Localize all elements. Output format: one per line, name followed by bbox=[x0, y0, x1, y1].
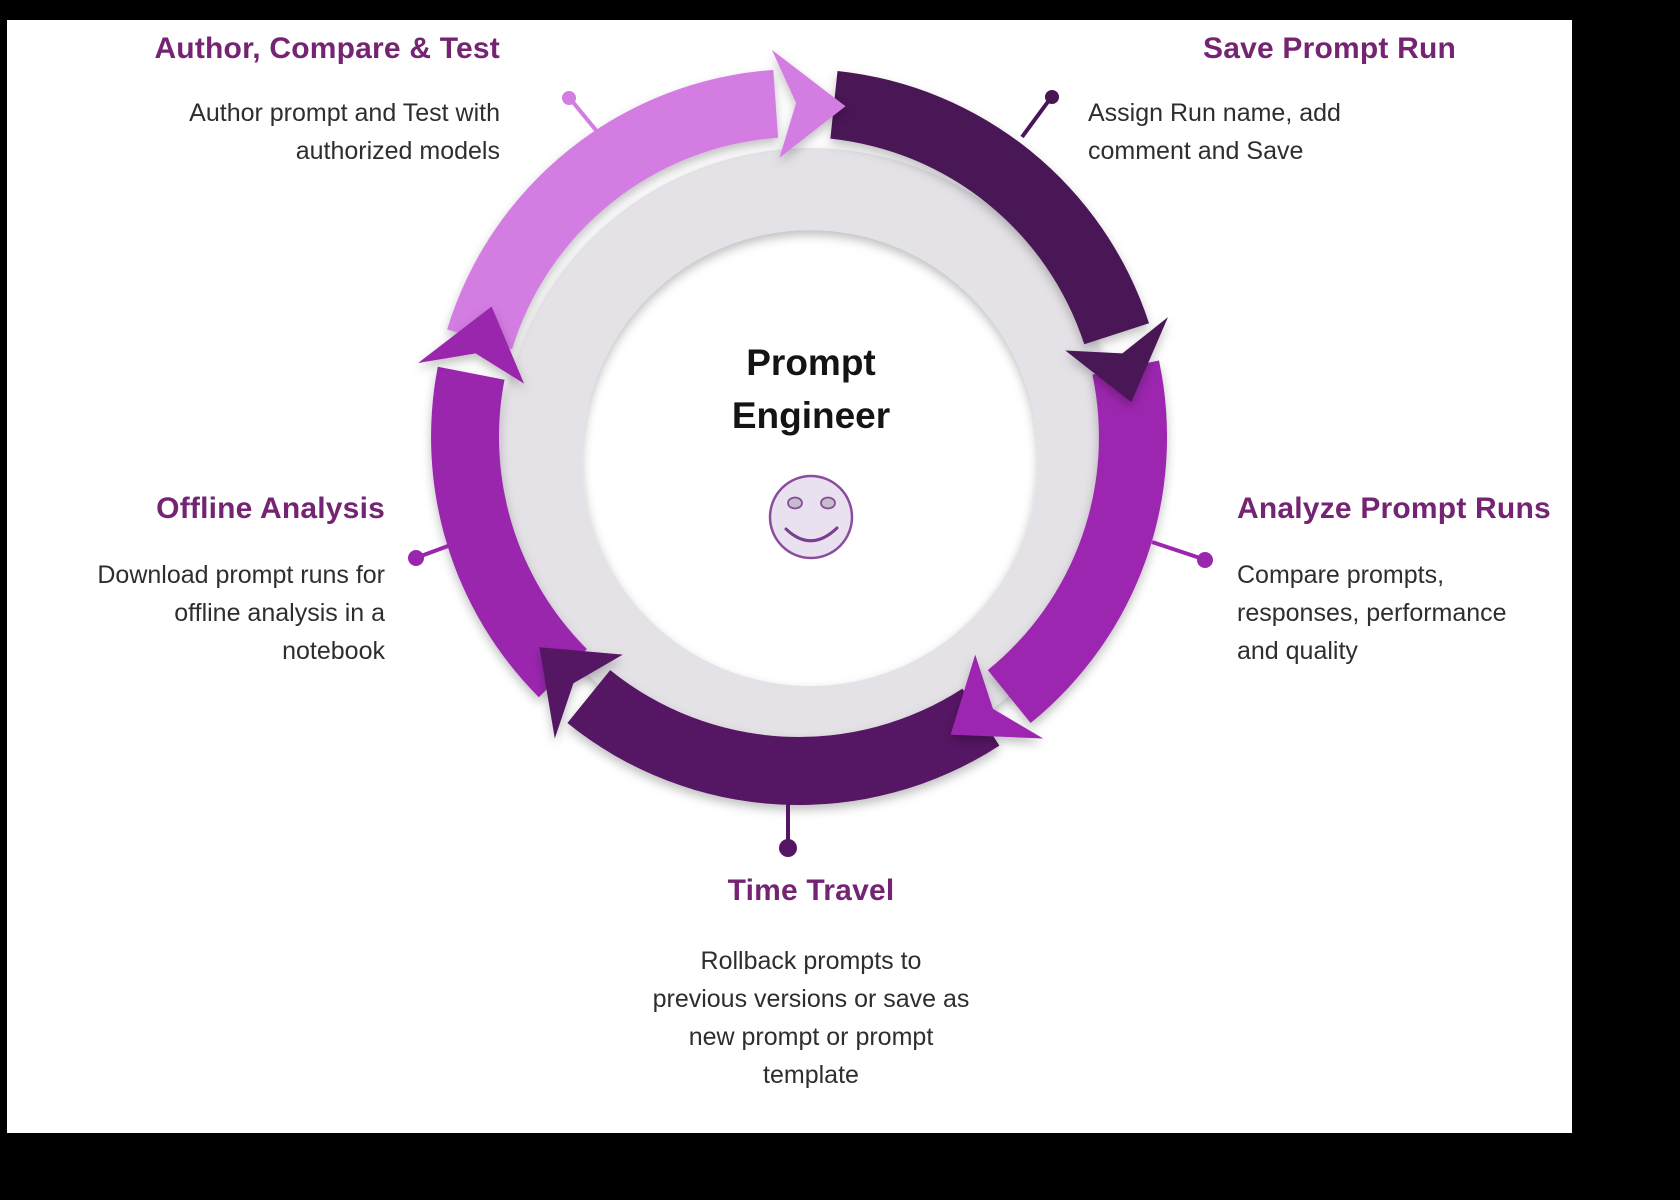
description-line: previous versions or save as bbox=[652, 985, 970, 1013]
stage-heading-timetravel: Time Travel bbox=[727, 874, 895, 907]
center-title: Prompt Engineer bbox=[611, 336, 1011, 442]
stage-heading-analyze: Analyze Prompt Runs bbox=[1237, 492, 1551, 525]
stage-heading-author: Author, Compare & Test bbox=[154, 32, 500, 65]
stage-description-offline: Download prompt runs for offline analysis… bbox=[25, 556, 385, 670]
stage-heading-offline: Offline Analysis bbox=[156, 492, 385, 525]
description-line: comment and Save bbox=[1088, 137, 1304, 165]
center-title-line1: Prompt bbox=[746, 342, 876, 383]
stage-description-author: Author prompt and Test with authorized mo… bbox=[0, 94, 500, 170]
description-line: responses, performance bbox=[1237, 599, 1507, 627]
description-line: notebook bbox=[282, 637, 385, 665]
stage-description-timetravel: Rollback prompts to previous versions or … bbox=[561, 942, 1061, 1094]
description-line: new prompt or prompt bbox=[688, 1023, 934, 1051]
description-line: Rollback prompts to bbox=[700, 947, 922, 975]
description-line: and quality bbox=[1237, 637, 1358, 665]
description-line: authorized models bbox=[295, 137, 500, 165]
description-line: template bbox=[763, 1061, 859, 1089]
description-line: Download prompt runs for bbox=[97, 561, 385, 589]
stage-description-analyze: Compare prompts, responses, performance an… bbox=[1237, 556, 1657, 670]
center-title-line2: Engineer bbox=[731, 395, 891, 436]
description-line: offline analysis in a bbox=[174, 599, 385, 627]
description-line: Assign Run name, add bbox=[1088, 99, 1341, 127]
description-line: Author prompt and Test with bbox=[189, 99, 500, 127]
stage-heading-save: Save Prompt Run bbox=[1203, 32, 1457, 65]
stage-description-save: Assign Run name, add comment and Save bbox=[1088, 94, 1508, 170]
description-line: Compare prompts, bbox=[1237, 561, 1445, 589]
